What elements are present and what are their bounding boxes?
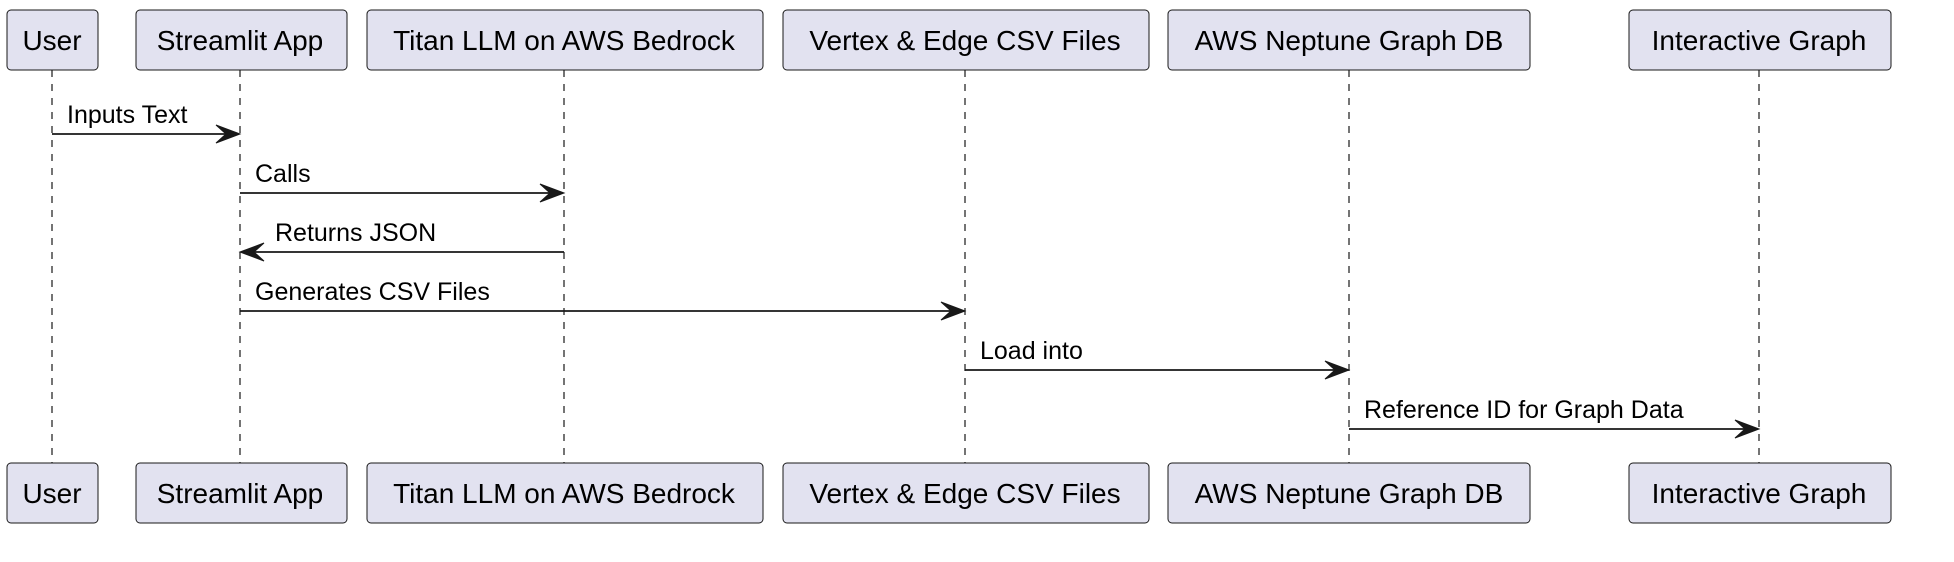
participant-csv-top: Vertex & Edge CSV Files [782, 9, 1150, 71]
participant-box [6, 462, 99, 524]
participant-streamlit-top: Streamlit App [135, 9, 348, 71]
participant-box [6, 9, 99, 71]
participant-graph-top: Interactive Graph [1628, 9, 1892, 71]
message-2: Calls [240, 160, 566, 203]
arrowhead-icon [1324, 360, 1351, 380]
arrowhead-icon [940, 301, 967, 321]
bottom-participants: User Streamlit App Titan LLM on AWS Bedroc… [6, 462, 1892, 524]
arrowhead-icon [238, 242, 265, 262]
participant-box [782, 462, 1150, 524]
participant-graph-bottom: Interactive Graph [1628, 462, 1892, 524]
participant-label: Streamlit App [157, 478, 324, 509]
arrowhead-icon [215, 124, 242, 144]
participant-box [782, 9, 1150, 71]
participant-box [135, 462, 348, 524]
participant-label: User [22, 25, 81, 56]
arrowhead-icon [1734, 419, 1761, 439]
participant-user-top: User [6, 9, 99, 71]
message-3: Returns JSON [238, 219, 564, 262]
participant-label: Titan LLM on AWS Bedrock [393, 478, 736, 509]
participant-neptune-top: AWS Neptune Graph DB [1167, 9, 1531, 71]
lifelines [51, 70, 1760, 463]
participant-label: User [22, 478, 81, 509]
participant-label: AWS Neptune Graph DB [1195, 25, 1504, 56]
participant-box [1628, 462, 1892, 524]
participant-label: AWS Neptune Graph DB [1195, 478, 1504, 509]
participant-box [366, 9, 764, 71]
participant-box [135, 9, 348, 71]
message-label: Returns JSON [275, 219, 436, 247]
participant-label: Vertex & Edge CSV Files [809, 25, 1120, 56]
participant-box [1628, 9, 1892, 71]
participant-box [366, 462, 764, 524]
message-4: Generates CSV Files [240, 278, 967, 321]
message-label: Calls [255, 160, 311, 188]
message-label: Inputs Text [67, 101, 188, 129]
participant-box [1167, 9, 1531, 71]
participant-label: Titan LLM on AWS Bedrock [393, 25, 736, 56]
participant-label: Interactive Graph [1652, 478, 1867, 509]
participant-titan-top: Titan LLM on AWS Bedrock [366, 9, 764, 71]
participant-titan-bottom: Titan LLM on AWS Bedrock [366, 462, 764, 524]
arrowhead-icon [539, 183, 566, 203]
message-6: Reference ID for Graph Data [1349, 396, 1761, 439]
participant-streamlit-bottom: Streamlit App [135, 462, 348, 524]
message-label: Generates CSV Files [255, 278, 490, 306]
participant-label: Vertex & Edge CSV Files [809, 478, 1120, 509]
participant-label: Interactive Graph [1652, 25, 1867, 56]
participant-csv-bottom: Vertex & Edge CSV Files [782, 462, 1150, 524]
message-label: Load into [980, 337, 1083, 365]
participant-label: Streamlit App [157, 25, 324, 56]
top-participants: User Streamlit App Titan LLM on AWS Bedroc… [6, 9, 1892, 71]
participant-box [1167, 462, 1531, 524]
message-1: Inputs Text [52, 101, 242, 144]
participant-user-bottom: User [6, 462, 99, 524]
participant-neptune-bottom: AWS Neptune Graph DB [1167, 462, 1531, 524]
message-5: Load into [965, 337, 1351, 380]
message-label: Reference ID for Graph Data [1364, 396, 1684, 424]
